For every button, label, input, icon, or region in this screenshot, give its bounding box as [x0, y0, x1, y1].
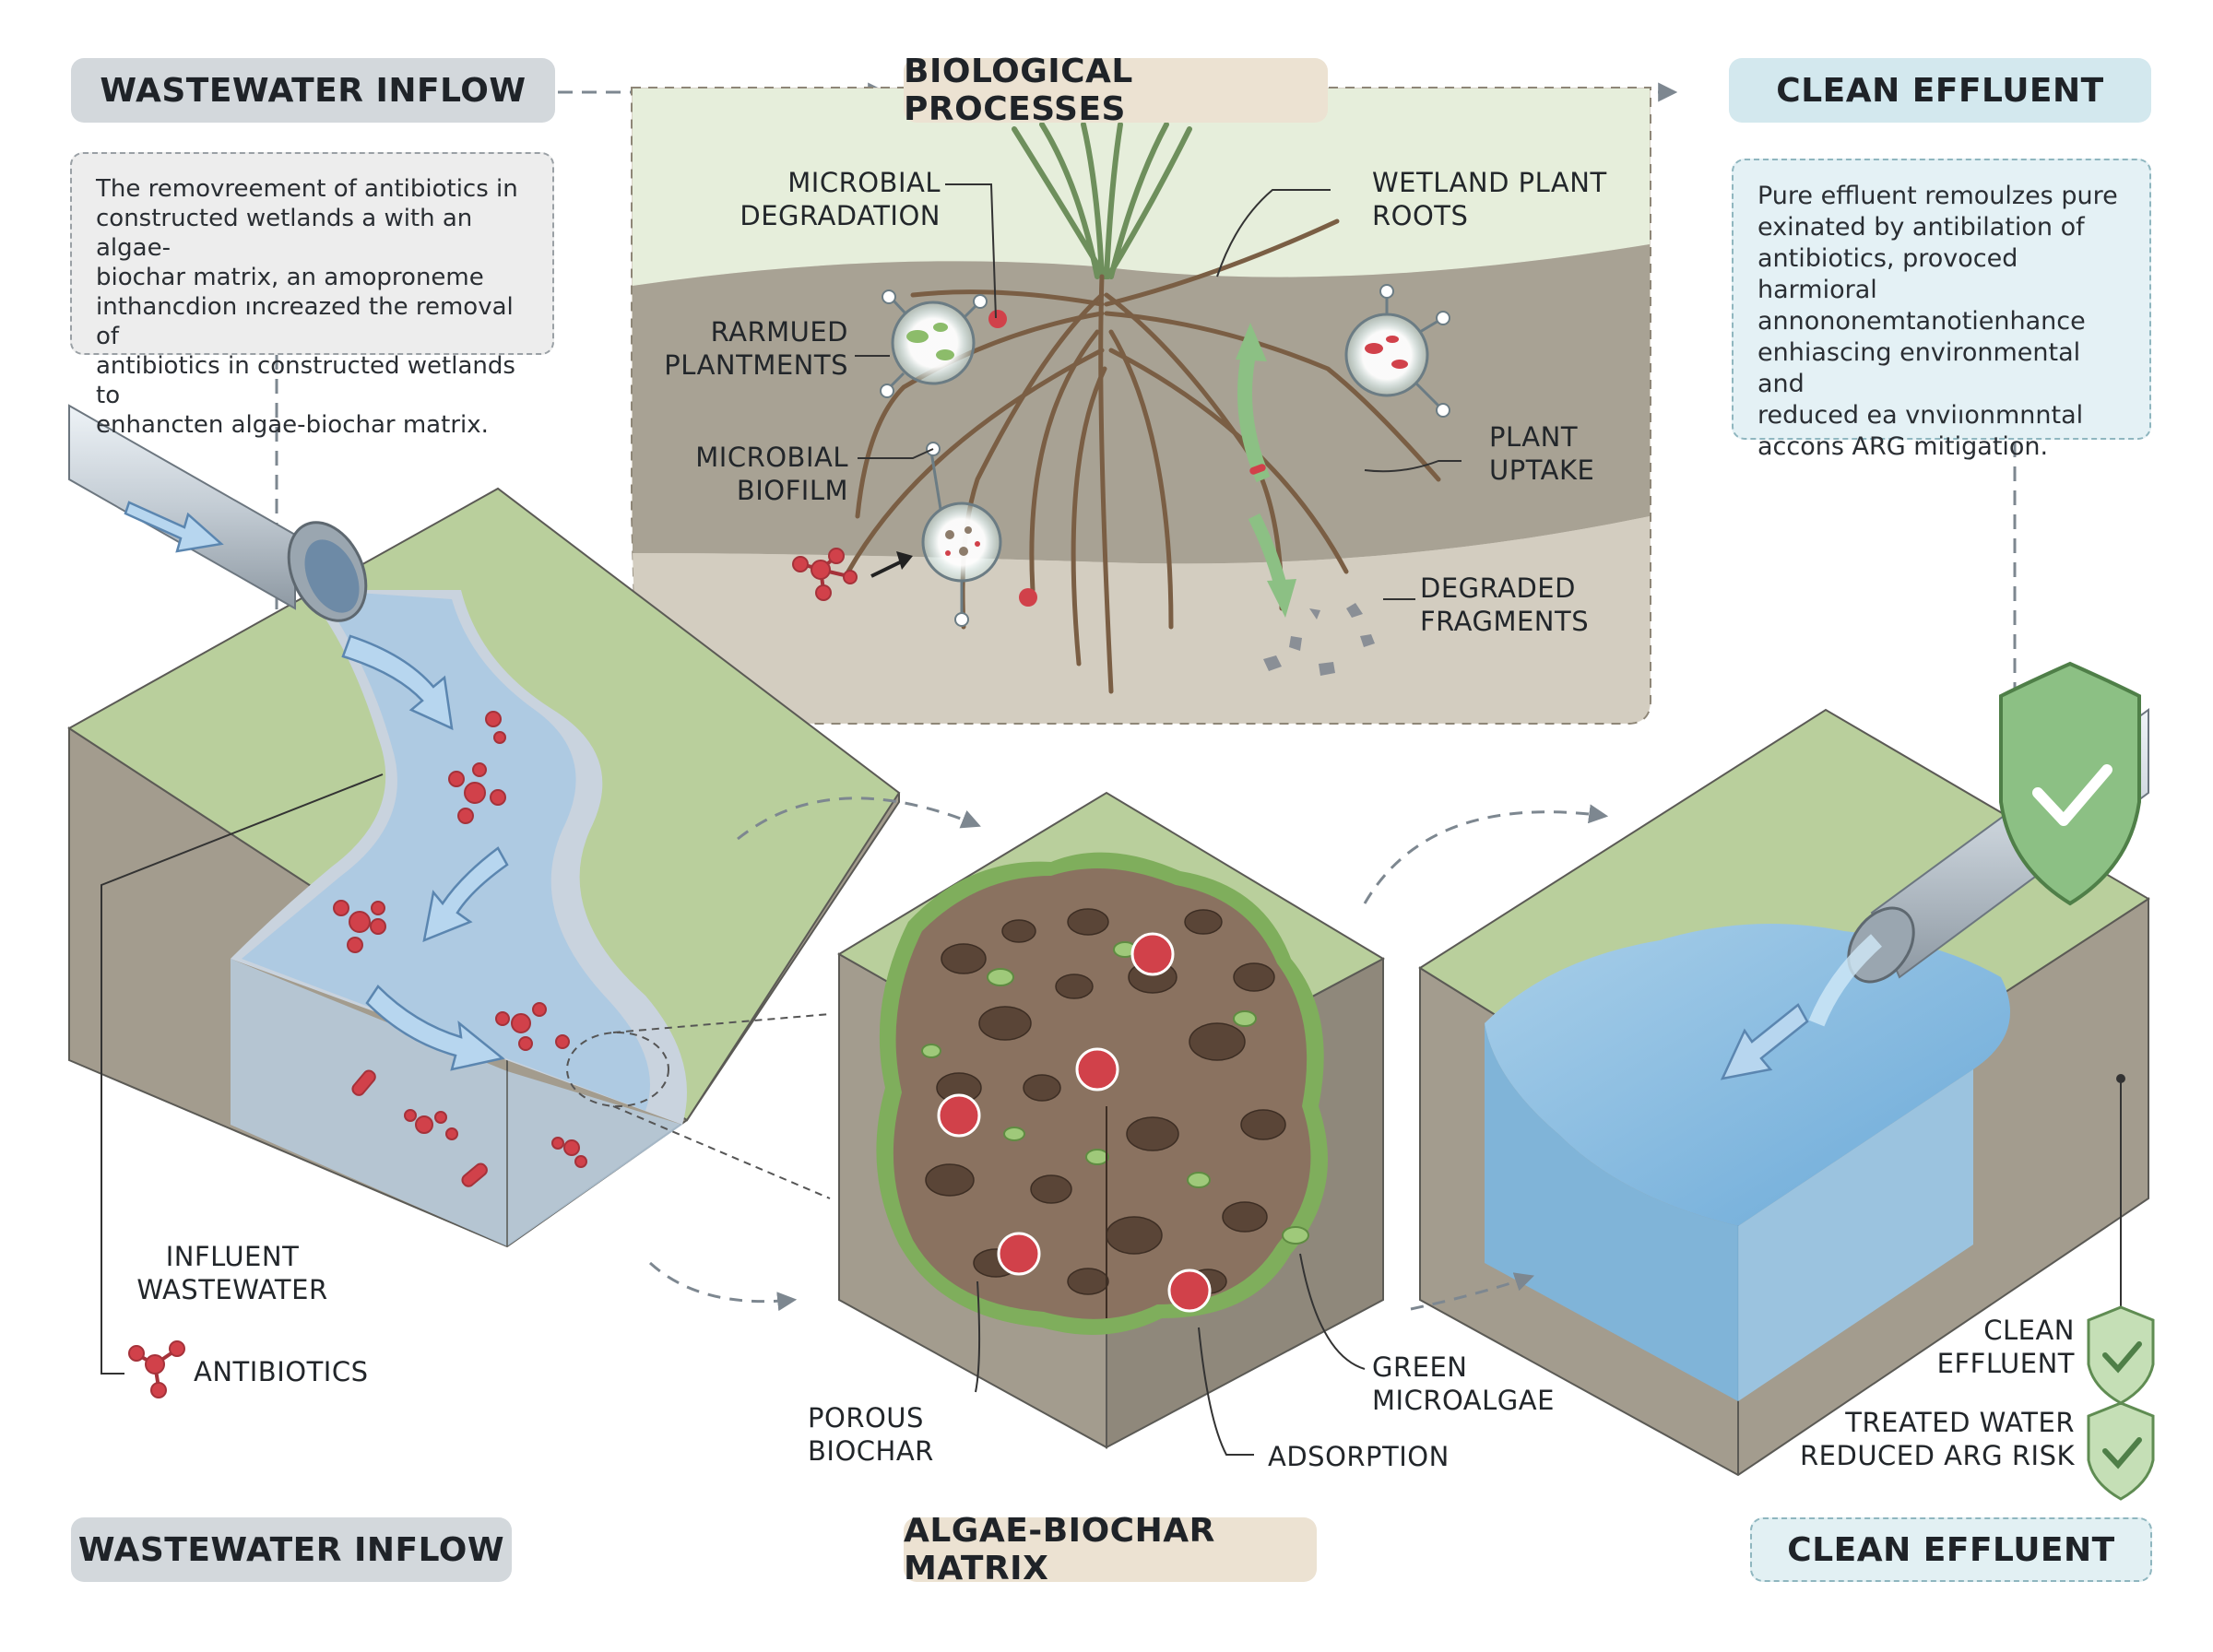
label-antibiotics: ANTIBIOTICS: [194, 1356, 369, 1387]
antibiotic-molecule-icon: [333, 711, 587, 1187]
label-plant-uptake: PLANT UPTAKE: [1489, 421, 1595, 486]
inflow-description: The removreement of antibiotics in const…: [70, 152, 554, 439]
microbe-icon: [921, 442, 1002, 627]
label-degraded-fragments: DEGRADED FRAGMENTS: [1420, 572, 1590, 637]
footer-algae-biochar-matrix: ALGAE-BIOCHAR MATRIX: [904, 1512, 1317, 1587]
algae-biochar-matrix-block: [837, 791, 1386, 1456]
flow-arrow-icon: [1720, 1003, 1809, 1080]
shield-check-icon: [1999, 661, 2141, 906]
header-biological-processes: BIOLOGICAL PROCESSES: [904, 53, 1328, 128]
label-porous-biochar: POROUS BIOCHAR: [808, 1402, 934, 1467]
microbe-icon: [880, 289, 988, 398]
label-microbial-biofilm: MICROBIAL BIOFILM: [695, 442, 848, 506]
antibiotic-molecule-icon: [128, 1340, 185, 1398]
header-clean-effluent-top: CLEAN EFFLUENT: [1729, 58, 2151, 123]
label-clean-effluent: CLEAN EFFLUENT: [1936, 1315, 2075, 1379]
effluent-description: Pure effluent remoulzes pure exinated by…: [1732, 159, 2151, 461]
flow-arrow-icon: [124, 501, 509, 1071]
check-badge-icon: [2087, 1401, 2155, 1501]
label-wetland-plant-roots: WETLAND PLANT ROOTS: [1372, 167, 1607, 231]
header-wastewater-inflow-top: WASTEWATER INFLOW: [71, 58, 555, 123]
between-block-arrows: [648, 796, 1609, 1312]
microbe-icon: [1344, 284, 1450, 418]
label-adsorption: ADSORPTION: [1268, 1441, 1450, 1472]
label-influent-wastewater: INFLUENT WASTEWATER: [136, 1241, 328, 1305]
label-treated-water: TREATED WATER REDUCED ARG RISK: [1800, 1407, 2075, 1471]
effluent-block: [1418, 661, 2155, 1501]
biological-processes-panel: [631, 87, 1651, 725]
label-green-microalgae: GREEN MICROALGAE: [1372, 1351, 1555, 1416]
inflow-block: [67, 404, 901, 1375]
antibiotic-molecule-icon: [937, 932, 1212, 1313]
footer-wastewater-inflow: WASTEWATER INFLOW: [71, 1517, 512, 1582]
check-badge-icon: [2087, 1305, 2155, 1405]
label-rarmued-plantments: RARMUED PLANTMENTS: [664, 316, 848, 381]
antibiotic-molecule-icon: [792, 548, 858, 601]
footer-clean-effluent: CLEAN EFFLUENT: [1750, 1517, 2152, 1582]
label-microbial-degradation: MICROBIAL DEGRADATION: [740, 167, 941, 231]
